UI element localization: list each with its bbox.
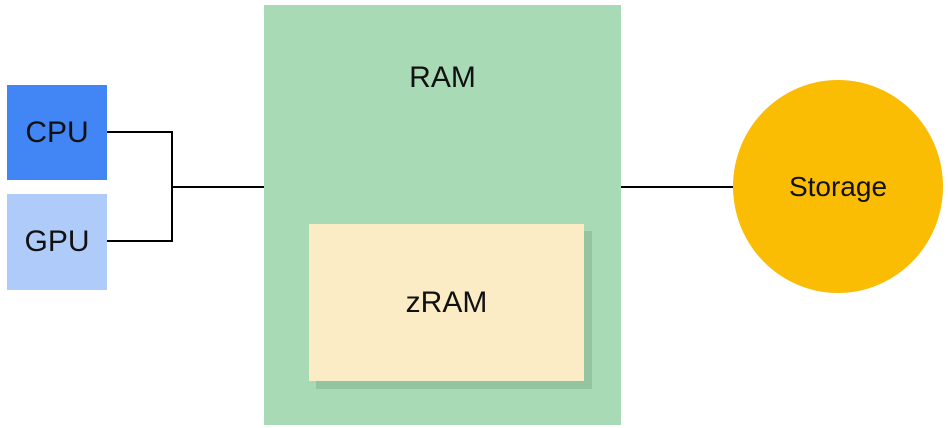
cpu-block: CPU — [7, 85, 107, 180]
gpu-label: GPU — [24, 225, 90, 258]
gpu-block: GPU — [7, 194, 107, 290]
storage-label: Storage — [788, 170, 888, 202]
cpu-label: CPU — [25, 115, 89, 149]
cpu-connector — [107, 131, 173, 187]
gpu-connector — [107, 187, 173, 242]
storage-circle: Storage — [733, 80, 943, 293]
zram-label: zRAM — [405, 285, 488, 319]
zram-block: zRAM — [309, 224, 584, 381]
ram-label: RAM — [409, 61, 476, 94]
